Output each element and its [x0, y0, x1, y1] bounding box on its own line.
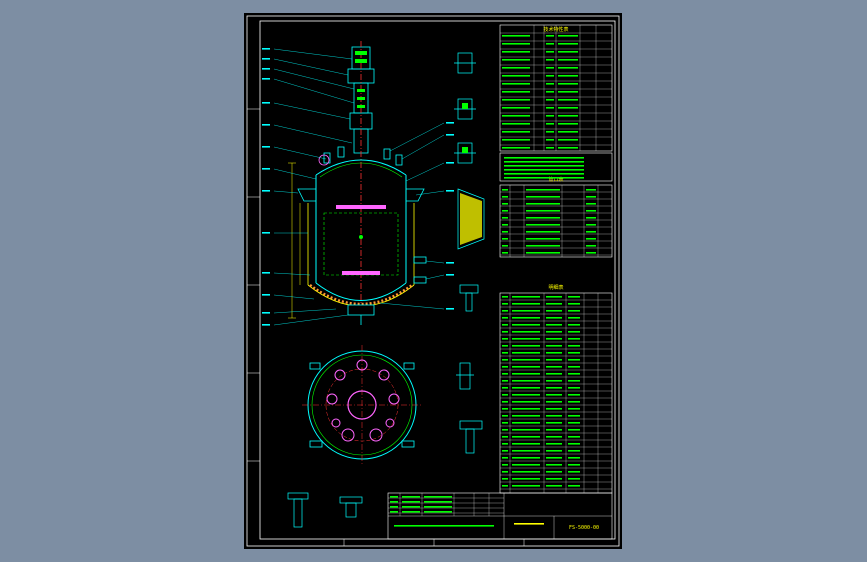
dimension-lines [288, 162, 301, 319]
reactor-elevation-view[interactable] [273, 41, 445, 326]
plan-nozzles [326, 359, 400, 442]
jacket-insulation [309, 283, 413, 306]
agitator [336, 205, 386, 275]
bottom-outlet [347, 304, 375, 325]
drawing-sheet: 技术特性表 管口表 明细表 FS-500 [244, 13, 622, 549]
top-nozzles [318, 146, 403, 166]
motor-assembly [347, 41, 375, 313]
tech-spec-table[interactable]: 技术特性表 [499, 24, 613, 182]
leader-lines-left [273, 48, 355, 326]
parts-list-title: 明细表 [548, 284, 563, 291]
drawing-frame [246, 15, 620, 547]
tech-spec-title: 技术特性表 [543, 26, 568, 33]
top-head [315, 159, 407, 176]
leader-lines-right [379, 122, 445, 310]
reactor-plan-view[interactable] [302, 345, 422, 465]
nozzle-table-title: 管口表 [548, 176, 563, 183]
zone-markers [247, 108, 525, 546]
detail-views[interactable] [287, 52, 485, 528]
illegible-cad-text [262, 35, 596, 527]
parts-list-table[interactable]: 明细表 [499, 284, 613, 494]
nozzle-table[interactable]: 管口表 [499, 176, 613, 258]
drawing-canvas: 技术特性表 管口表 明细表 FS-500 [246, 15, 620, 547]
support-lugs [297, 188, 425, 202]
drawing-number: FS-5000-00 [569, 525, 599, 531]
motor-fill [355, 51, 367, 108]
title-block[interactable]: FS-5000-00 [387, 492, 613, 540]
